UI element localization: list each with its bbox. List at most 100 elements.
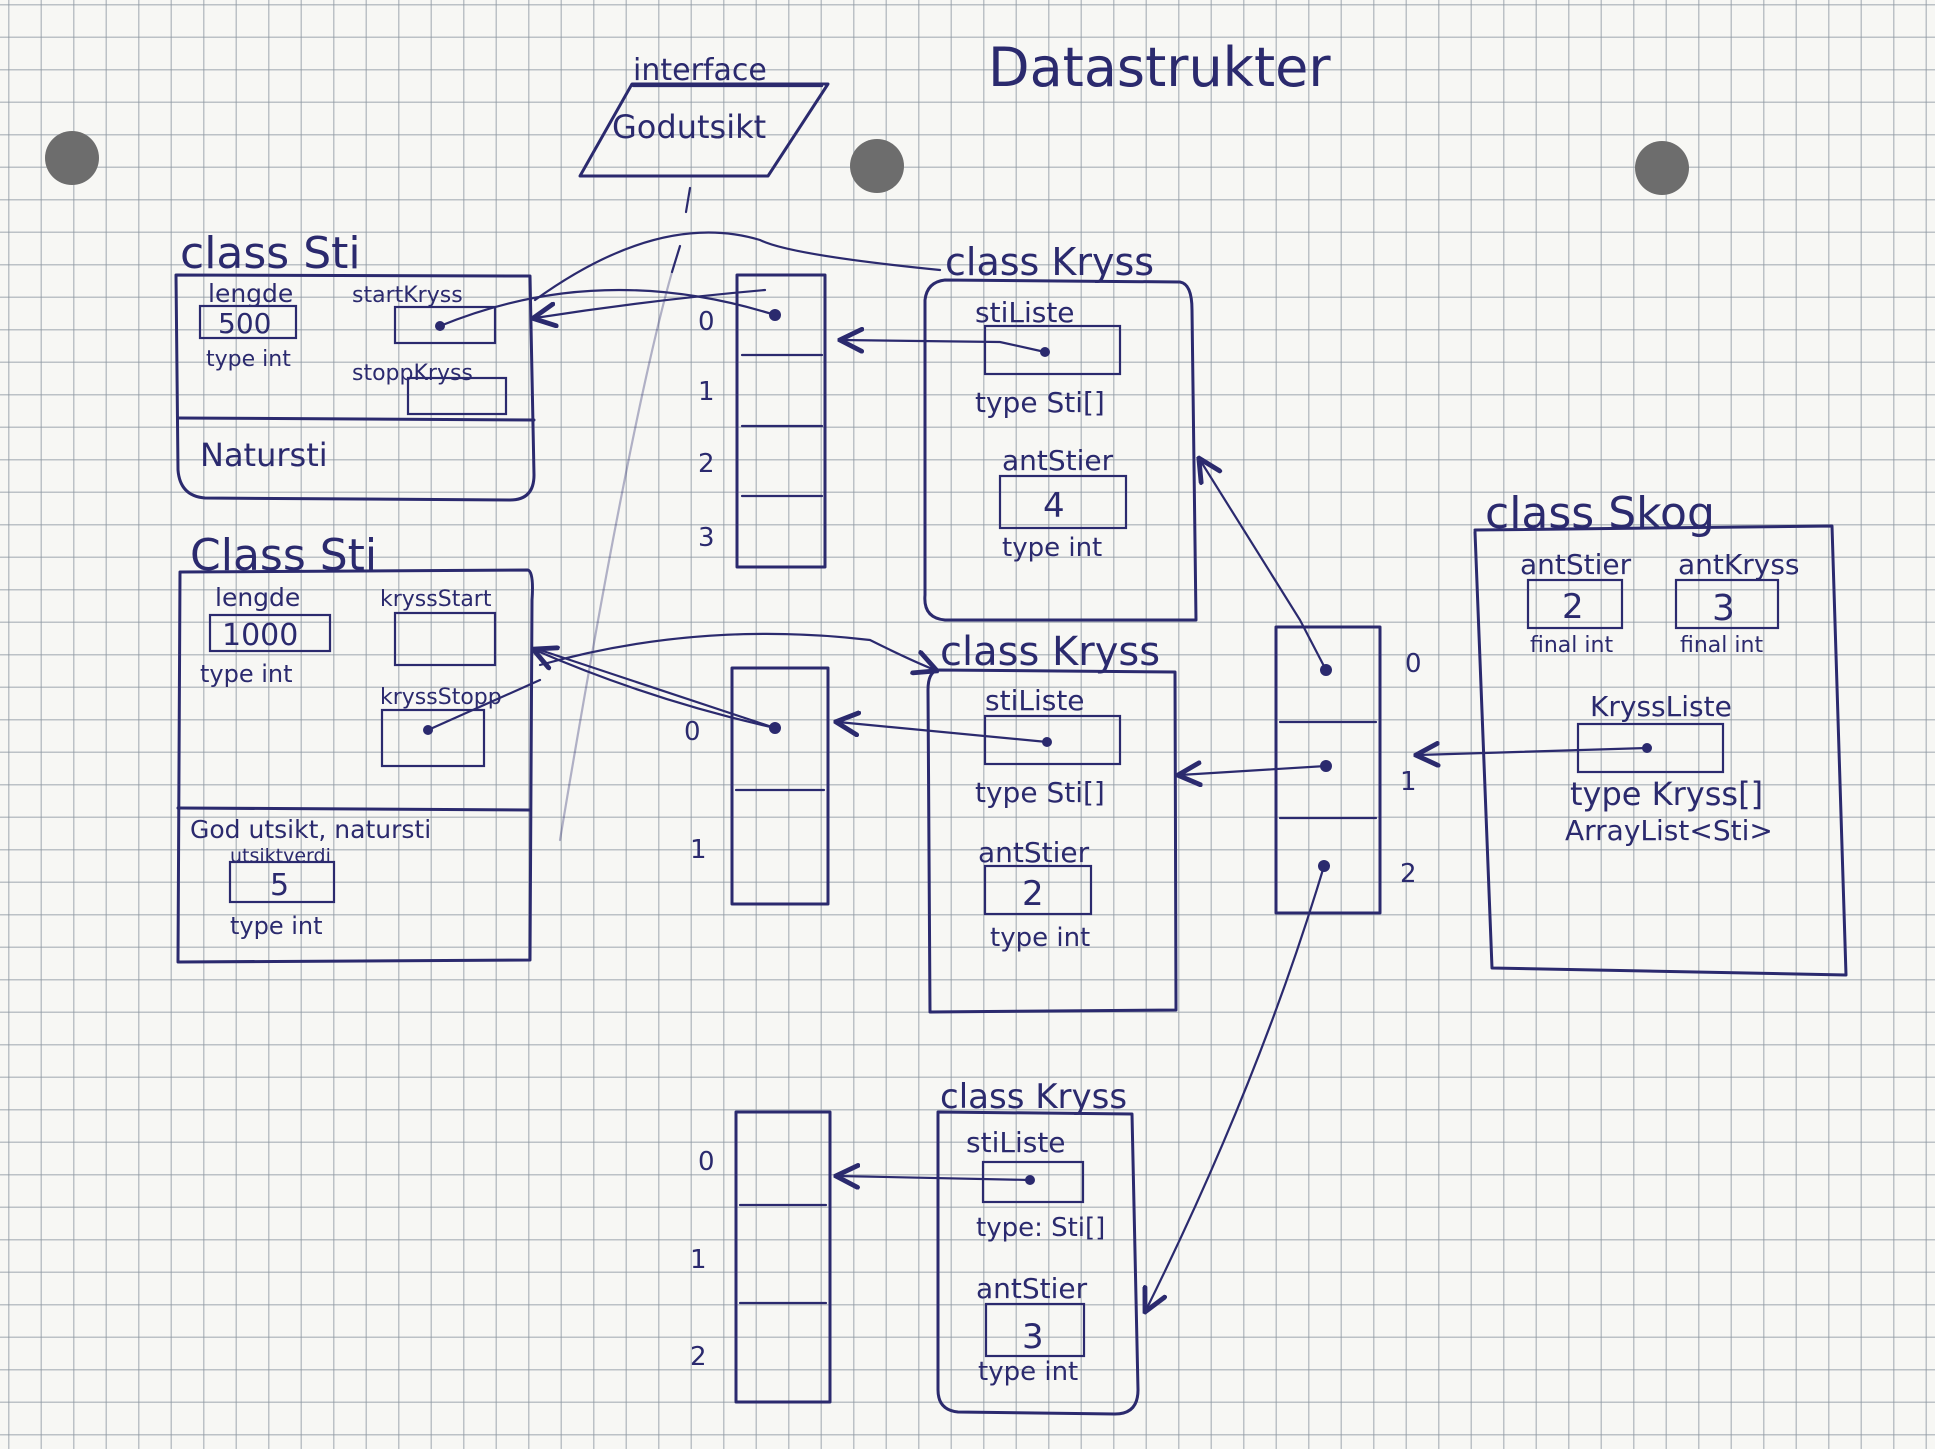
arrow-curve-kryss-top-label xyxy=(533,231,942,302)
array-top-index-2: 2 xyxy=(698,449,715,479)
array-skog: 0 1 2 xyxy=(1274,625,1422,915)
skog-list-type: type Kryss[] xyxy=(1570,775,1763,813)
reference-arrows xyxy=(426,231,1649,1311)
kryss-mid-count-type: type int xyxy=(990,923,1090,953)
kryss-bottom-count-label: antStier xyxy=(976,1272,1088,1305)
skog-list-label: KryssListe xyxy=(1590,690,1732,723)
skog-list-box xyxy=(1576,722,1725,774)
kryss-mid-count-value: 2 xyxy=(1022,874,1044,914)
sti-view-subclass: God utsikt, natursti xyxy=(190,815,431,844)
skog-stier-label: antStier xyxy=(1520,548,1632,581)
kryss-mid-list-label: stiListe xyxy=(985,684,1085,717)
sti-view-utsikt-value: 5 xyxy=(270,868,289,903)
skog-kryss-type: final int xyxy=(1680,633,1763,658)
kryss-mid-count-box xyxy=(983,864,1093,916)
sti-view-start-label: kryssStart xyxy=(380,587,492,612)
sti-nature-lengde-box xyxy=(198,304,298,340)
interface-name: Godutsikt xyxy=(612,108,766,146)
kryss-top-count-box xyxy=(998,474,1128,530)
kryss-bottom-count-box xyxy=(984,1302,1086,1358)
kryss-bottom-list-label: stiListe xyxy=(966,1126,1066,1159)
skog-kryss-label: antKryss xyxy=(1678,548,1800,581)
array-top-index-0: 0 xyxy=(698,307,715,337)
sti-nature-lengde-label: lengde xyxy=(208,279,293,308)
class-kryss-mid: class Kryss stiListe type Sti[] antStier… xyxy=(926,629,1178,1014)
arrow-skog-slot2-to-kryss-bottom xyxy=(1146,864,1326,1310)
skog-class-label: class Skog xyxy=(1485,488,1715,539)
arrow-kryss-top-to-sti-nature xyxy=(535,288,767,318)
sti-nature-lengde-type: type int xyxy=(206,347,291,372)
kryss-mid-list-type: type Sti[] xyxy=(975,776,1105,809)
class-sti-natursti: class Sti lengde 500 type int startKryss… xyxy=(174,228,536,502)
sti-nature-lengde-value: 500 xyxy=(218,307,271,340)
sti-nature-stopp-label: stoppKryss xyxy=(352,361,473,386)
array-kryss-top: 0 1 2 3 xyxy=(698,273,827,569)
sti-view-stopp-box xyxy=(380,708,486,768)
skog-stier-type: final int xyxy=(1530,633,1613,658)
faint-interface-line xyxy=(558,270,674,842)
array-kryss-mid: 0 1 xyxy=(684,666,830,906)
skog-kryss-value: 3 xyxy=(1712,588,1735,629)
array-skog-index-2: 2 xyxy=(1400,859,1417,889)
kryss-top-class-label: class Kryss xyxy=(945,240,1154,284)
sti-view-start-box xyxy=(393,611,497,667)
interface-godutsikt: interface Godutsikt xyxy=(578,53,830,274)
class-sti-godutsikt: Class Sti lengde 1000 type int kryssStar… xyxy=(176,530,534,964)
arrow-skog-list-to-array xyxy=(1418,748,1649,755)
skog-stier-box xyxy=(1526,578,1624,630)
array-kryss-bottom: 0 1 2 xyxy=(690,1110,832,1404)
array-bottom-index-2: 2 xyxy=(690,1342,707,1372)
sti-view-lengde-type: type int xyxy=(200,660,293,688)
sti-view-utsikt-type: type int xyxy=(230,912,323,940)
class-kryss-bottom: class Kryss stiListe type: Sti[] antStie… xyxy=(936,1077,1140,1416)
array-skog-index-1: 1 xyxy=(1400,767,1417,797)
array-top-index-3: 3 xyxy=(698,523,715,553)
sti-nature-start-label: startKryss xyxy=(352,283,463,308)
sti-view-utsikt-box xyxy=(228,860,336,904)
kryss-top-count-label: antStier xyxy=(1002,444,1114,477)
sti-nature-stopp-box xyxy=(406,376,508,416)
sti-nature-class-label: class Sti xyxy=(180,228,361,279)
kryss-top-count-type: type int xyxy=(1002,533,1102,563)
skog-list-type-alt: ArrayList<Sti> xyxy=(1565,814,1773,847)
punch-hole-middle xyxy=(850,139,904,193)
kryss-bottom-count-type: type int xyxy=(978,1357,1078,1387)
sti-view-lengde-label: lengde xyxy=(215,583,300,612)
kryss-mid-count-label: antStier xyxy=(978,836,1090,869)
array-mid-index-0: 0 xyxy=(684,717,701,747)
kryss-bottom-count-value: 3 xyxy=(1022,1317,1044,1357)
array-mid-index-1: 1 xyxy=(690,835,707,865)
sti-view-class-label: Class Sti xyxy=(190,530,377,581)
interface-stereotype: interface xyxy=(633,53,767,88)
kryss-top-list-box xyxy=(983,324,1122,376)
array-bottom-index-0: 0 xyxy=(698,1147,715,1177)
kryss-mid-class-label: class Kryss xyxy=(940,629,1160,675)
sti-view-utsikt-label: utsiktverdi xyxy=(230,845,331,867)
sti-view-lengde-box xyxy=(208,613,332,653)
class-kryss-top: class Kryss stiListe type Sti[] antStier… xyxy=(923,240,1198,622)
arrow-kryss-mid-list-to-array xyxy=(838,722,1049,744)
kryss-mid-list-box xyxy=(983,714,1122,766)
kryss-bottom-class-label: class Kryss xyxy=(940,1077,1127,1117)
sti-nature-subclass: Natursti xyxy=(200,436,328,474)
kryss-top-list-label: stiListe xyxy=(975,296,1075,329)
punch-hole-right xyxy=(1635,141,1689,195)
arrow-sti-view-stopp-to-kryss-mid xyxy=(426,648,777,732)
sti-nature-start-box xyxy=(393,305,497,345)
skog-stier-value: 2 xyxy=(1562,587,1584,627)
skog-kryss-box xyxy=(1674,578,1780,630)
kryss-bottom-list-box xyxy=(981,1160,1085,1204)
arrow-curve-kryss-mid-label xyxy=(538,632,935,670)
punch-hole-left xyxy=(45,131,99,185)
class-skog: class Skog antStier 2 final int antKryss… xyxy=(1473,488,1848,977)
kryss-bottom-list-type: type: Sti[] xyxy=(976,1213,1105,1243)
arrow-sti-nature-start-to-kryss-top xyxy=(438,288,777,328)
array-top-index-1: 1 xyxy=(698,377,715,407)
arrow-kryss-top-list-to-array xyxy=(842,340,1047,352)
page-title: Datastrukter xyxy=(988,36,1331,99)
sti-view-lengde-value: 1000 xyxy=(222,618,298,653)
arrow-kryss-bottom-list-to-array xyxy=(838,1176,1032,1180)
arrow-skog-slot1-to-kryss-mid xyxy=(1180,766,1328,775)
arrow-kryss-mid-to-sti-view xyxy=(535,650,777,730)
